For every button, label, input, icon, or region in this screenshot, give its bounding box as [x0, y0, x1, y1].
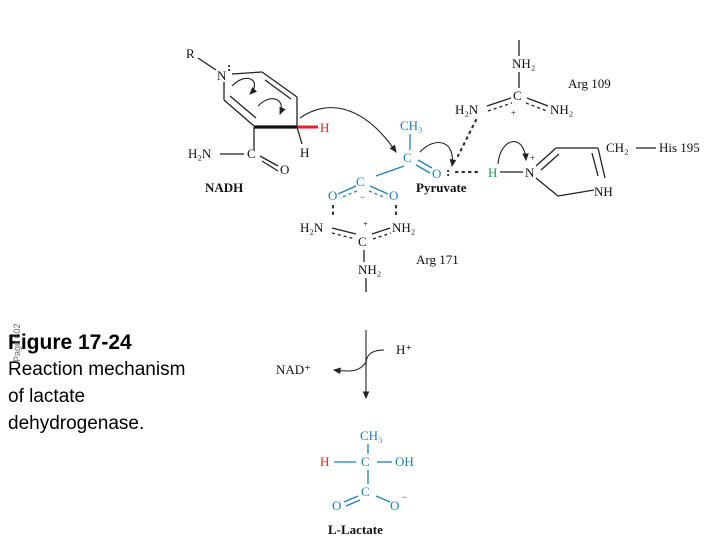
his195-charge: +: [530, 153, 535, 163]
arg171-label: Arg 171: [416, 252, 459, 267]
arg109-nh2-right: NH₂: [550, 102, 573, 117]
r-n-bond: [197, 57, 217, 71]
his195-label: His 195: [659, 140, 700, 155]
arg109-bond-right-partial: [525, 102, 548, 112]
amide-carbon: C: [247, 146, 256, 161]
his195-ch2: CH₂: [606, 140, 629, 155]
oxygen-lone-pair: :: [446, 164, 450, 179]
pyruvate-label: Pyruvate: [416, 180, 467, 195]
his195-ring-nh: NH: [594, 184, 613, 199]
lactate-carbon: C: [361, 454, 370, 469]
pyruvate-charge: −: [360, 192, 365, 202]
figure-description: Reaction mechanism of lactate dehydrogen…: [8, 359, 186, 434]
imidazole-bond-double: [540, 153, 560, 171]
reaction-step: H⁺ NAD⁺: [276, 330, 412, 400]
pyruvate-carbonyl-oxygen: O: [432, 166, 441, 181]
arg109-h2n: H₂N: [455, 102, 479, 117]
lactate-carboxyl-carbon: C: [361, 484, 370, 499]
nadh-label: NADH: [205, 180, 243, 195]
arg109-nh2-top: NH₂: [512, 56, 535, 71]
pyruvate-c-o-bond: [417, 159, 433, 169]
proton-electron-arrow: [497, 141, 529, 165]
imidazole-bond-double: [591, 152, 599, 177]
arg171-h2n: H₂N: [300, 220, 324, 235]
arg109-bond-right: [526, 97, 549, 107]
lactate-hydroxyl: OH: [395, 454, 414, 469]
ring-bond: [261, 71, 298, 98]
arg109-carbon: C: [513, 88, 522, 103]
pyruvate-group: CH₃ C O C O O − Pyruvate :: [328, 118, 484, 203]
electron-arrow: [257, 98, 286, 116]
proton-branch: [365, 349, 385, 365]
pyruvate-methyl: CH₃: [400, 118, 423, 133]
lactate-oxygen-left: O: [332, 498, 341, 513]
ring-bond: [223, 99, 255, 127]
c-h-bond: [296, 126, 303, 145]
lactate-c-o-double: [343, 495, 359, 503]
lactate-label: L-Lactate: [328, 522, 383, 537]
pyruvate-c-c-bond: [375, 165, 405, 177]
hydride-transfer-arrow: [299, 107, 397, 153]
imidazole-bond: [557, 189, 595, 197]
imidazole-bond: [535, 177, 559, 197]
arg109-group: NH₂ Arg 109 C + H₂N NH₂: [455, 40, 611, 158]
pyruvate-carboxyl-o-left: O: [328, 188, 337, 203]
pyruvate-carboxyl-carbon: C: [356, 174, 365, 189]
arg171-carbon: C: [358, 234, 367, 249]
ring-bond-double: [229, 95, 257, 119]
hydride-atom: H: [320, 120, 329, 135]
arg171-charge: +: [363, 219, 368, 229]
arg171-nh2-right: NH₂: [392, 220, 415, 235]
arg171-group: H₂N + NH₂ C NH₂ Arg 171: [300, 204, 459, 292]
carbonyl-electron-arrow: [419, 142, 457, 168]
amide-oxygen: O: [280, 162, 289, 177]
c-o-double-bond: [261, 160, 279, 172]
lactate-hydrogen: H: [320, 454, 329, 469]
lactate-c-o-double-2: [345, 499, 361, 507]
carboxyl-bond-left: [337, 185, 357, 195]
nadh-group: R N : H₂N C O H H NADH: [186, 46, 397, 195]
lactate-oxygen-right: O: [390, 498, 399, 513]
arg171-bond-right: [371, 227, 391, 235]
nadh-ring-nitrogen: N: [217, 68, 227, 83]
arg109-charge: +: [511, 108, 516, 118]
his195-group: H N + NH CH₂ His 195: [488, 140, 700, 199]
c-o-double-bond: [259, 155, 279, 167]
nad-label: NAD⁺: [276, 362, 311, 377]
arg171-bond-left: [331, 227, 357, 235]
lactate-methyl: CH₃: [360, 428, 383, 443]
ring-bond-double: [264, 79, 292, 100]
electron-arrow: [231, 77, 257, 95]
arg109-bond-left: [486, 97, 512, 107]
proton-label: H⁺: [396, 342, 412, 357]
amide-nitrogen: H₂N: [188, 146, 212, 161]
pyruvate-carboxyl-o-right: O: [389, 188, 398, 203]
arg109-hydrogen-bond: [456, 118, 478, 158]
lactate-group: CH₃ H C OH C O O − L-Lactate: [320, 428, 414, 537]
arg171-nh2-bottom: NH₂: [358, 262, 381, 277]
arg109-label: Arg 109: [568, 76, 611, 91]
arg171-bond-left-partial: [331, 232, 356, 240]
nadh-r-group: R: [186, 46, 195, 61]
figure-caption: Figure 17-24 Reaction mechanism of lacta…: [8, 330, 198, 437]
ring-hydrogen: H: [300, 145, 309, 160]
lactate-c-o-single: [375, 495, 391, 503]
imidazole-bond: [597, 147, 606, 179]
arg171-bond-right-partial: [372, 232, 392, 240]
his195-hydrogen: H: [488, 165, 497, 180]
nitrogen-lone-pair: :: [227, 59, 231, 74]
page-watermark: Page 602: [12, 323, 22, 362]
lactate-charge: −: [402, 492, 407, 502]
arg109-bond-left-partial: [487, 102, 513, 112]
ring-bond: [231, 71, 263, 75]
pyruvate-carbonyl-carbon: C: [403, 150, 412, 165]
his195-ring-nitrogen: N: [525, 165, 535, 180]
figure-number: Figure 17-24: [8, 331, 132, 354]
pyruvate-c-o-bond-double: [415, 164, 431, 174]
imidazole-bond: [535, 147, 557, 167]
carboxyl-bond-right: [369, 185, 389, 195]
nad-branch-arrow: [332, 361, 367, 375]
